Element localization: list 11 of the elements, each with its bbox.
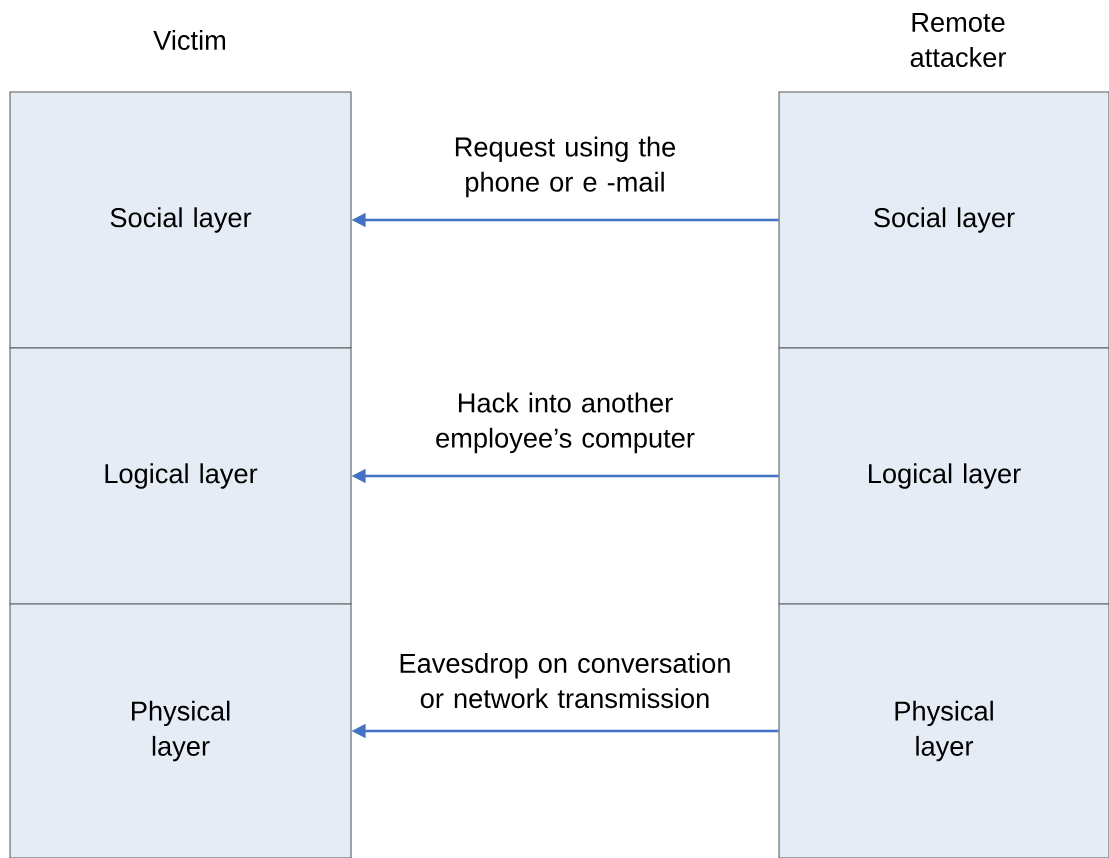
edge-label: Eavesdrop on conversation or network transmission — [400, 653, 730, 709]
edge-label: Hack into another employee’s computer — [436, 392, 695, 454]
layer-box: Physical layer — [9, 603, 352, 858]
column-heading: Remote attacker — [910, 12, 1006, 68]
column-heading: Victim — [153, 30, 226, 50]
edge-label: Request using the phone or e -mail — [455, 136, 676, 198]
layer-box: Logical layer — [9, 347, 352, 605]
layer-box: Social layer — [778, 91, 1109, 349]
layer-box: Social layer — [9, 91, 352, 349]
layer-box: Logical layer — [778, 347, 1109, 605]
layer-box: Physical layer — [778, 603, 1109, 858]
